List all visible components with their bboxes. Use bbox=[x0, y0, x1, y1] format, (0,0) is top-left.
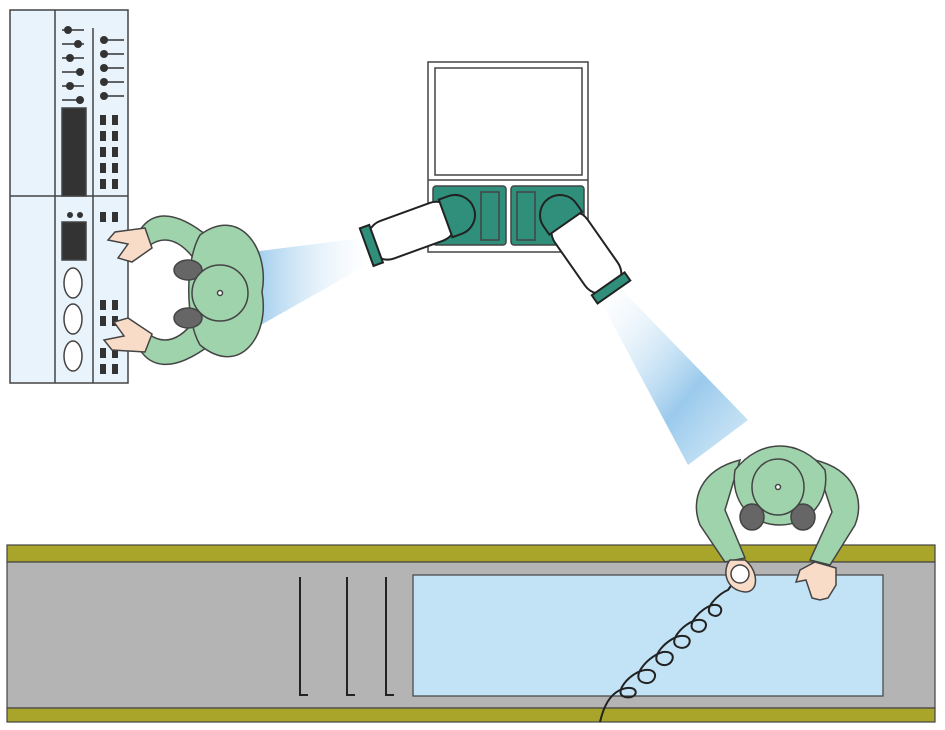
pool-track bbox=[6, 544, 936, 723]
control-console bbox=[9, 9, 129, 384]
water-window bbox=[412, 574, 884, 697]
camera-beam-left bbox=[252, 238, 372, 330]
coiled-cable-icon bbox=[599, 575, 739, 723]
handheld-ball bbox=[730, 564, 750, 584]
camera-right bbox=[539, 194, 632, 305]
console-operator bbox=[102, 215, 264, 366]
camera-left bbox=[358, 194, 476, 268]
camera-beam-right bbox=[600, 290, 748, 465]
pool-operator bbox=[695, 445, 860, 601]
